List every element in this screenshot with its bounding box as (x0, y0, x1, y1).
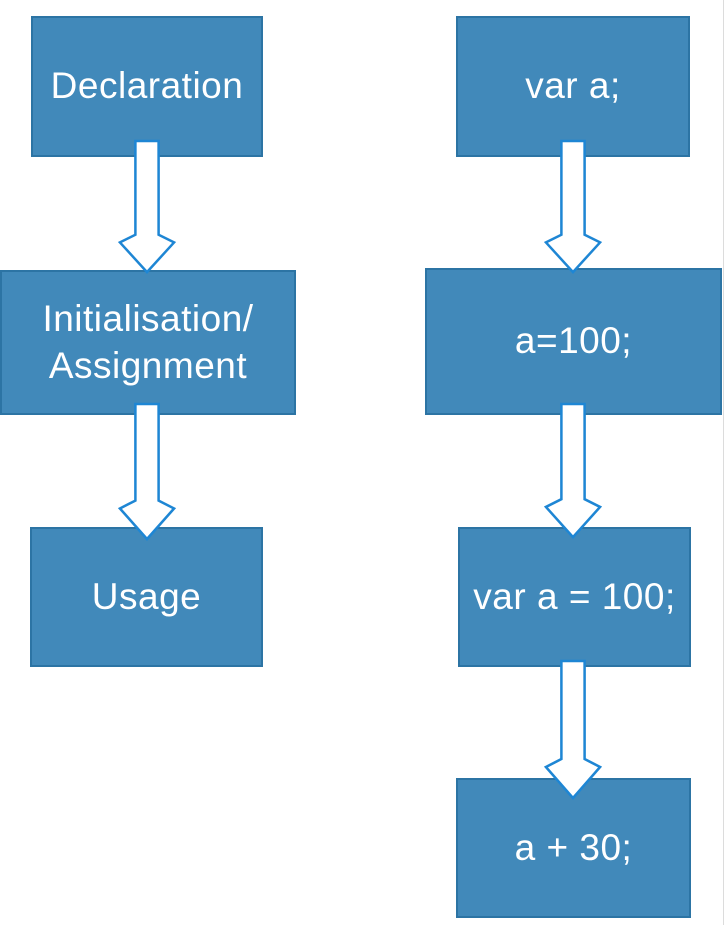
flow-node-label: var a = 100; (473, 575, 676, 617)
flow-node-declaration: Declaration (31, 16, 263, 157)
flow-node-label: a + 30; (514, 826, 633, 868)
down-arrow-icon (543, 139, 603, 274)
down-arrow-icon (543, 659, 603, 800)
down-arrow-icon (117, 402, 177, 541)
flow-node-code-var-a: var a; (456, 16, 690, 157)
flow-node-label: a=100; (514, 320, 633, 362)
flow-node-initialisation-assignment: Initialisation/ Assignment (0, 270, 296, 415)
page-edge-line (723, 0, 724, 925)
flow-node-label: Declaration (50, 65, 244, 107)
down-arrow-icon (543, 402, 603, 539)
flow-node-label: Usage (91, 575, 202, 617)
flow-node-code-assignment: a=100; (425, 268, 722, 415)
flow-node-code-var-assignment: var a = 100; (458, 527, 691, 667)
down-arrow-icon (117, 139, 177, 274)
flow-node-code-usage: a + 30; (456, 778, 691, 918)
flow-node-label: Initialisation/ Assignment (42, 298, 254, 386)
flow-node-usage: Usage (30, 527, 263, 667)
flow-node-label: var a; (525, 65, 621, 107)
